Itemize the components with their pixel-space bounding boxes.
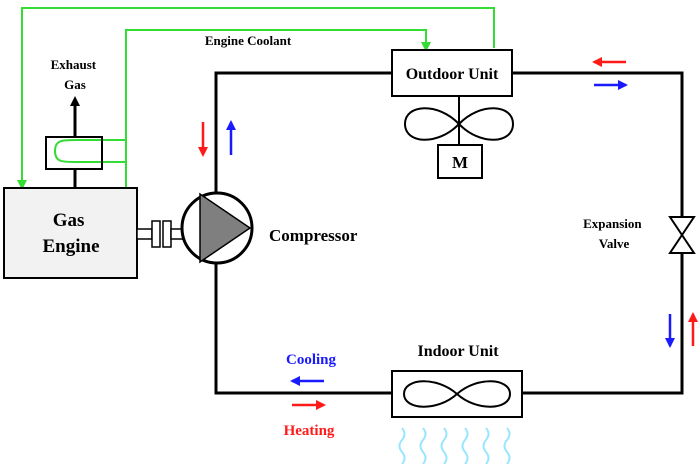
flow-arrows [198, 57, 698, 410]
shaft-coupling [136, 220, 186, 248]
refrigerant-loop [214, 71, 684, 395]
compressor [180, 191, 254, 265]
indoor-fan-icon [402, 380, 512, 408]
outdoor-unit: Outdoor Unit [391, 49, 513, 97]
exhaust-label: Exhaust Gas [51, 57, 100, 92]
heating-label: Heating [284, 423, 335, 439]
engine-coolant-label: Engine Coolant [205, 33, 292, 48]
gas-engine: Gas Engine [3, 187, 138, 279]
outdoor-fan-icon [403, 96, 515, 145]
indoor-unit-label: Indoor Unit [417, 343, 499, 360]
motor-icon: M [437, 144, 483, 179]
expansion-valve-icon [668, 216, 696, 254]
svg-text:Outdoor Unit: Outdoor Unit [406, 66, 499, 83]
svg-text:M: M [452, 153, 468, 172]
expansion-valve-label: Expansion Valve [583, 216, 645, 251]
cooling-label: Cooling [286, 352, 337, 368]
engine-coolant-loop [17, 7, 495, 190]
svg-text:Gas Engine: Gas Engine [42, 210, 99, 257]
air-flow-waves-icon [398, 427, 511, 464]
compressor-label: Compressor [269, 226, 358, 245]
